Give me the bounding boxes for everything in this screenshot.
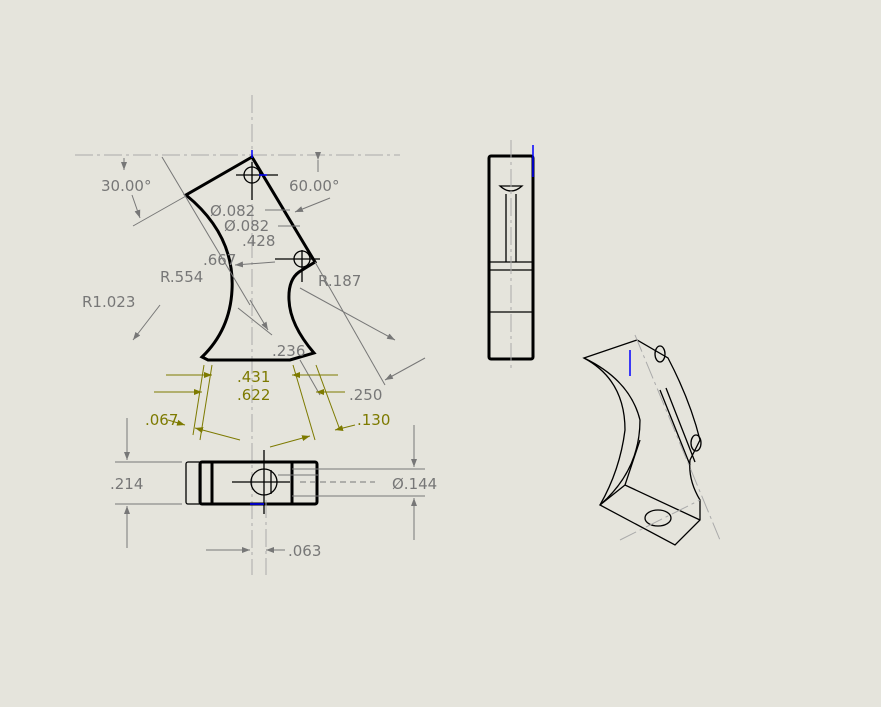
dim-chamfer-right-a[interactable]: .250 xyxy=(349,386,382,404)
dim-hole-offset[interactable]: .063 xyxy=(288,542,321,560)
dim-angle-left[interactable]: 30.00° xyxy=(101,177,151,195)
side-view[interactable] xyxy=(487,140,535,370)
bottom-view[interactable]: .214 Ø.144 .063 xyxy=(110,418,437,575)
origin-marker xyxy=(251,150,267,176)
front-view[interactable]: 30.00° 60.00° Ø.082 Ø.082 .428 .667 R.55… xyxy=(75,95,426,575)
dim-radius-inner[interactable]: R.554 xyxy=(160,268,203,286)
dim-radius-outer[interactable]: R1.023 xyxy=(82,293,135,311)
iso-outline xyxy=(582,339,701,546)
dim-hole-dia-2[interactable]: Ø.082 xyxy=(224,217,269,235)
dim-chamfer-right-b[interactable]: .130 xyxy=(357,411,390,429)
dim-width-partial[interactable]: .667 xyxy=(203,251,236,269)
dim-hole-spacing[interactable]: .428 xyxy=(242,232,275,250)
isometric-view[interactable] xyxy=(582,334,721,546)
part-outline xyxy=(183,154,318,362)
dim-chamfer-left[interactable]: .067 xyxy=(145,411,178,429)
dim-thickness[interactable]: .214 xyxy=(110,475,143,493)
dim-hole-dia-1[interactable]: Ø.082 xyxy=(210,202,255,220)
dim-chamfer-b[interactable]: .622 xyxy=(237,386,270,404)
bottom-outline xyxy=(198,460,319,506)
dim-hole-dia[interactable]: Ø.144 xyxy=(392,475,437,493)
dim-angle-right[interactable]: 60.00° xyxy=(289,177,339,195)
dim-chamfer-a[interactable]: .431 xyxy=(237,368,270,386)
dim-radius-notch[interactable]: R.187 xyxy=(318,272,361,290)
dim-notch-depth[interactable]: .236 xyxy=(272,342,305,360)
